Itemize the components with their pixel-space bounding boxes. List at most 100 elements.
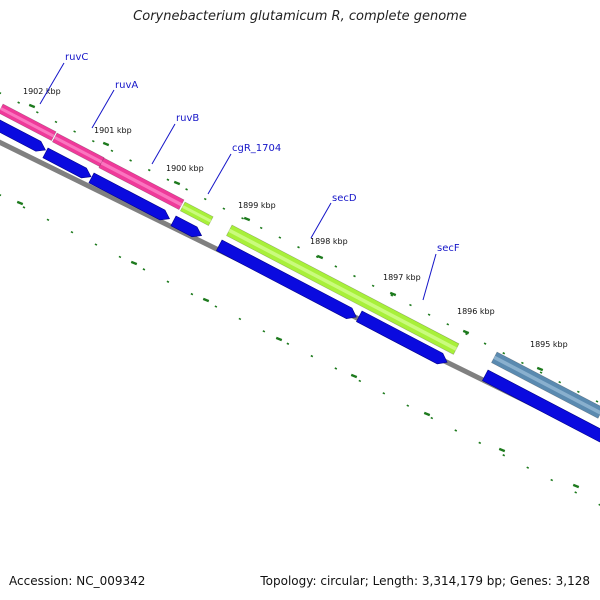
guide-dot: [558, 380, 562, 384]
guide-dot: [454, 429, 458, 432]
guide-dot: [483, 342, 487, 345]
gene-label: ruvA: [115, 80, 138, 91]
guide-dot: [430, 416, 434, 420]
guide-dot: [203, 197, 207, 201]
guide-dot: [17, 101, 21, 104]
guide-dot: [91, 139, 95, 143]
guide-dot: [358, 379, 362, 383]
guide-dot: [465, 332, 468, 336]
outer-tick: [572, 483, 580, 489]
scale-label: 1896 kbp: [457, 307, 495, 316]
cgR-1704-bar-highlight: [181, 205, 212, 223]
scale-tick: [536, 366, 544, 372]
outer-tick: [130, 260, 138, 266]
scale-tick: [316, 254, 324, 260]
guide-dot: [502, 352, 506, 355]
guide-dot: [147, 168, 151, 172]
guide-dot: [390, 294, 394, 297]
gene-leader-line: [207, 153, 232, 195]
guide-dot: [190, 292, 194, 296]
guide-dot: [574, 491, 578, 494]
guide-dot: [238, 317, 242, 321]
guide-dot: [371, 284, 375, 288]
guide-dot: [73, 130, 76, 133]
guide-dot: [262, 330, 266, 333]
gene-label: secD: [332, 193, 357, 204]
scale-tick: [389, 291, 397, 297]
ruvA-bar-highlight: [53, 136, 103, 164]
scale-tick: [102, 141, 110, 147]
outer-tick: [423, 411, 431, 417]
guide-dot: [46, 218, 50, 222]
guide-dot: [310, 354, 314, 358]
scale-tick: [243, 216, 251, 222]
scale-label: 1900 kbp: [166, 164, 204, 173]
guide-dot: [526, 466, 530, 469]
secD-secF-bar-highlight: [228, 228, 458, 351]
guide-dot: [22, 206, 26, 209]
secD-cds-arrow: [216, 239, 357, 319]
guide-dot: [185, 188, 188, 191]
accession-text: Accession: NC_009342: [9, 574, 146, 588]
secD-secF-bar: [226, 224, 460, 355]
ruvC-bar: [0, 103, 57, 142]
ruvA-cds-arrow: [42, 147, 92, 179]
dotted-guide-lines: [0, 92, 600, 506]
ruvC-bar-highlight: [0, 107, 55, 138]
guide-dot: [142, 268, 146, 271]
guide-dot: [0, 194, 2, 197]
scale-label: 1901 kbp: [94, 126, 132, 135]
scale-tick: [173, 180, 181, 186]
guide-dot: [539, 371, 543, 374]
guide-dot: [406, 404, 410, 407]
scale-label: 1899 kbp: [238, 201, 276, 210]
scale-label: 1897 kbp: [383, 273, 421, 282]
scale-label: 1902 kbp: [23, 87, 61, 96]
gene-label: secF: [437, 243, 460, 254]
guide-dot: [241, 217, 244, 220]
gene-leader-line: [39, 62, 65, 105]
outer-tick: [202, 297, 210, 303]
steel-bar: [491, 351, 600, 419]
guide-dot: [297, 246, 300, 249]
guide-dot: [353, 274, 356, 278]
guide-dot: [110, 149, 114, 153]
gene-label: ruvB: [176, 113, 199, 124]
guide-dot: [118, 255, 122, 259]
cgR-1704-cds-arrow: [170, 215, 203, 238]
scale-ticks: [28, 103, 544, 372]
ruvB-cds-arrow: [88, 172, 170, 221]
ruvB-bar-highlight: [100, 161, 183, 207]
map-title: Corynebacterium glutamicum R, complete g…: [133, 9, 467, 24]
guide-dot: [0, 92, 2, 95]
gene-label: cgR_1704: [232, 143, 281, 154]
gene-label: ruvC: [65, 52, 88, 63]
guide-dot: [550, 478, 554, 482]
guide-dot: [214, 305, 218, 308]
guide-dot: [70, 230, 74, 234]
scale-label: 1895 kbp: [530, 340, 568, 349]
scale-dot-line: [0, 92, 599, 403]
ruvB-bar: [98, 157, 185, 211]
gene-leader-line: [151, 123, 176, 165]
guide-dot: [166, 280, 170, 283]
guide-dot: [35, 111, 39, 114]
topology-text: Topology: circular; Length: 3,314,179 bp…: [260, 574, 590, 588]
guide-dot: [334, 367, 338, 370]
guide-dot: [286, 342, 290, 345]
gene-leader-line: [422, 253, 437, 301]
outer-tick: [498, 447, 506, 453]
guide-dot: [478, 441, 482, 445]
cgR-1704-bar: [179, 201, 214, 226]
guide-dot: [129, 159, 132, 162]
guide-dot: [382, 392, 386, 395]
guide-dot: [577, 390, 580, 394]
guide-dot: [334, 265, 338, 268]
feature-track: [0, 103, 600, 443]
outer-dot-line-1: [0, 194, 600, 506]
outer-tick: [350, 373, 358, 379]
steel-cds-arrow: [482, 369, 600, 443]
guide-dot: [446, 323, 450, 326]
